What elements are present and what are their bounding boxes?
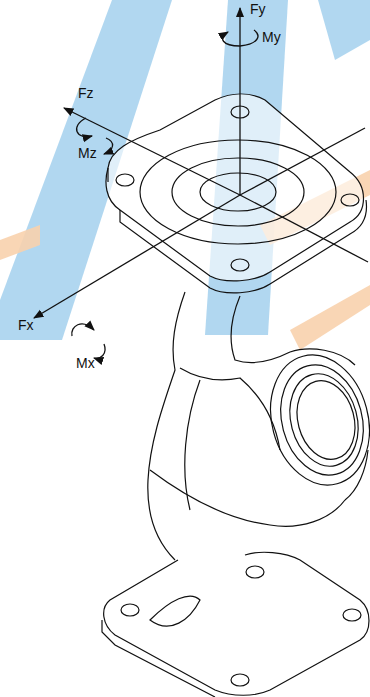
pump-drawing xyxy=(102,94,370,697)
load-axes xyxy=(34,8,368,358)
watermark xyxy=(0,0,370,350)
axis-label: Fy xyxy=(250,2,266,16)
axis-label: Mx xyxy=(76,356,95,370)
axis-label: Mz xyxy=(78,146,97,160)
axis-label: Fx xyxy=(18,318,34,332)
axis-label: Fz xyxy=(78,86,94,100)
axis-label: My xyxy=(262,30,281,44)
